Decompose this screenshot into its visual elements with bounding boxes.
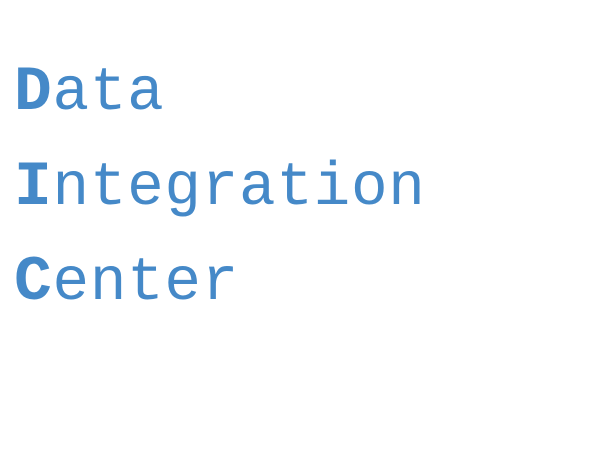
logo-line-integration: Integration [14, 153, 594, 248]
logo-initial: D [14, 57, 53, 128]
logo-wordmark: Data Integration Center [14, 58, 594, 343]
logo-line-center: Center [14, 248, 594, 343]
logo-word-rest: enter [52, 249, 240, 318]
logo-word-rest: ata [52, 59, 165, 128]
logo-initial: C [14, 247, 53, 318]
logo-line-data: Data [14, 58, 594, 153]
logo-initial: I [14, 152, 53, 223]
logo-word-rest: ntegration [52, 154, 426, 223]
